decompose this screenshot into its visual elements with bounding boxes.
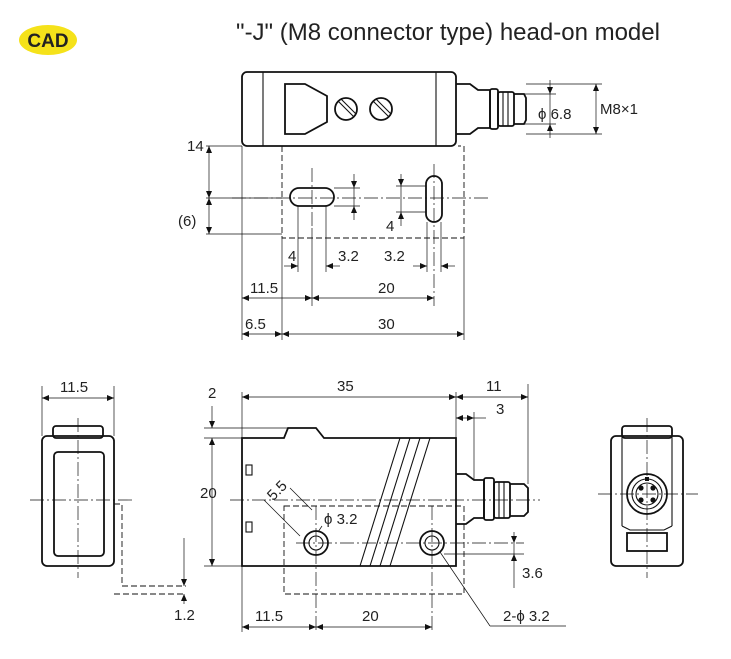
mounting-outline <box>281 145 465 239</box>
dim-3.2-right: 3.2 <box>384 248 405 265</box>
dim-35: 35 <box>337 378 354 395</box>
dim-6.5: 6.5 <box>245 316 266 333</box>
dim-20-top: 20 <box>378 280 395 297</box>
dim-4-left: 4 <box>288 248 296 265</box>
dim-3.2-left: 3.2 <box>338 248 359 265</box>
dim-m8x1: M8×1 <box>600 101 638 118</box>
adjuster-screw-icon <box>334 97 358 121</box>
dim-3: 3 <box>496 401 504 418</box>
page-title: "-J" (M8 connector type) head-on model <box>236 19 660 46</box>
dim-4-right: 4 <box>386 218 394 235</box>
dim-20-vertical: 20 <box>200 485 217 502</box>
dim-30: 30 <box>378 316 395 333</box>
m8-connector <box>456 83 527 135</box>
m8-connector <box>456 473 529 525</box>
indicator-window <box>284 83 328 135</box>
dim-11: 11 <box>486 378 502 395</box>
end-view <box>598 418 698 578</box>
dim-holes: 2-ϕ 3.2 <box>503 608 550 625</box>
cad-badge: CAD <box>19 25 77 55</box>
dim-11.5-bottom: 11.5 <box>255 608 283 625</box>
dim-2: 2 <box>208 385 216 402</box>
dim-3.6: 3.6 <box>522 565 543 582</box>
slot-horizontal <box>289 187 335 207</box>
top-view: ϕ 6.8 M8×1 14 (6) 4 <box>178 71 638 340</box>
dim-14: 14 <box>187 138 204 155</box>
cad-badge-label: CAD <box>27 31 68 52</box>
dim-phi-6.8: ϕ 6.8 <box>538 106 571 123</box>
top-view-body <box>241 71 457 147</box>
mounting-bracket-outline <box>114 503 186 587</box>
dim-11.5-side: 11.5 <box>60 379 88 396</box>
side-view: 11.5 1.2 <box>30 379 195 624</box>
mounting-outline <box>283 505 465 595</box>
adjuster-screw-icon <box>369 97 393 121</box>
dim-20-bottom: 20 <box>362 608 379 625</box>
front-view: 35 11 3 2 20 5.5 ϕ 3.2 <box>200 378 566 632</box>
dim-6: (6) <box>178 213 196 230</box>
dim-11.5-top: 11.5 <box>250 280 278 297</box>
dim-phi-3.2: ϕ 3.2 <box>324 511 357 528</box>
dim-1.2: 1.2 <box>174 607 195 624</box>
front-view-body <box>241 427 457 567</box>
